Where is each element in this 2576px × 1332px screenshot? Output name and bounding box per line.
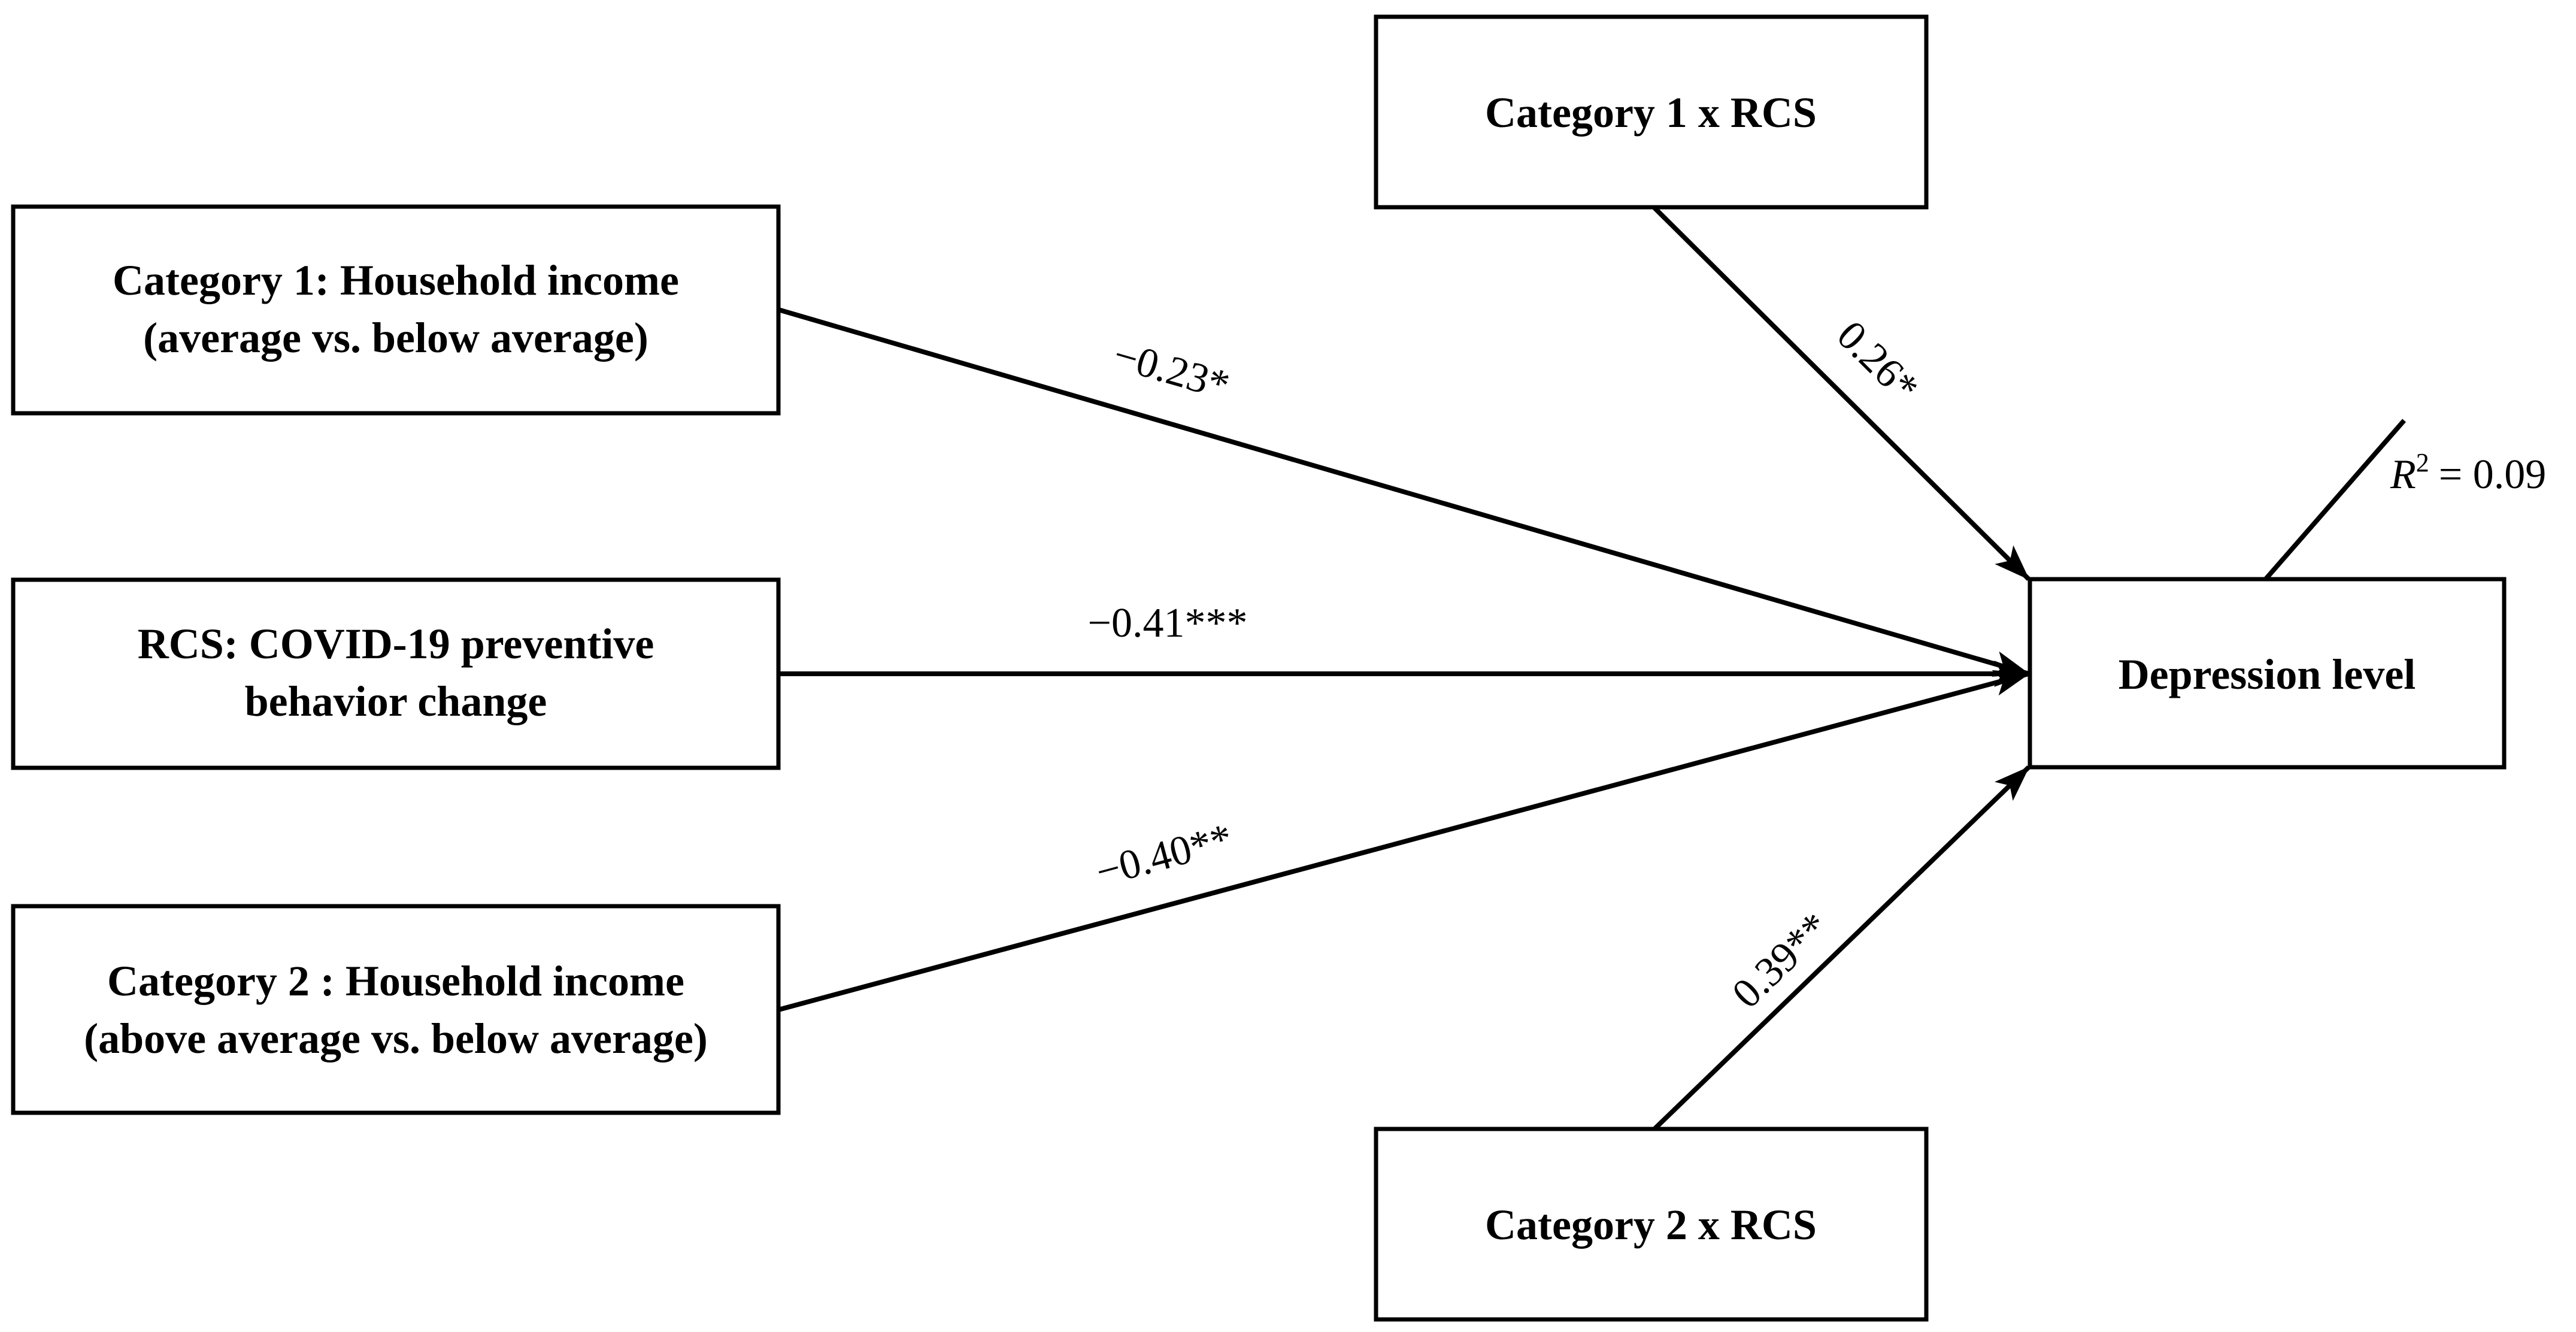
node-category1-income: Category 1: Household income (average vs… xyxy=(11,204,781,416)
r-squared-label: R2 = 0.09 xyxy=(2390,448,2546,498)
path-cat2xrcs-to-depression xyxy=(1653,765,2031,1131)
node-depression-label: Depression level xyxy=(2119,650,2416,698)
residual-line xyxy=(2262,419,2407,583)
node-category2-income: Category 2 : Household income (above ave… xyxy=(11,904,781,1115)
node-category2-line1: Category 2 : Household income xyxy=(107,957,684,1005)
node-rcs-line2: behavior change xyxy=(245,677,547,725)
node-category1-line2: (average vs. below average) xyxy=(143,314,648,362)
r-squared-symbol: R xyxy=(2390,452,2416,498)
node-rcs-line1: RCS: COVID-19 preventive xyxy=(138,620,654,668)
node-rcs: RCS: COVID-19 preventive behavior change xyxy=(11,577,781,770)
node-depression-level: Depression level xyxy=(2028,577,2507,770)
coef-cat2-to-depression: −0.40** xyxy=(1091,815,1237,895)
node-category2-line2: (above average vs. below average) xyxy=(84,1015,708,1062)
node-category1-x-rcs: Category 1 x RCS xyxy=(1374,14,1929,210)
node-category1-line1: Category 1: Household income xyxy=(113,256,679,304)
r-squared-superscript: 2 xyxy=(2416,448,2429,477)
coef-cat1-to-depression: −0.23* xyxy=(1108,332,1235,409)
path-cat1xrcs-to-depression xyxy=(1653,206,2031,581)
node-category2-x-rcs: Category 2 x RCS xyxy=(1374,1127,1929,1322)
path-cat2-to-depression xyxy=(777,670,2030,1012)
path-cat1-to-depression xyxy=(777,307,2030,677)
node-category1-x-rcs-label: Category 1 x RCS xyxy=(1485,89,1817,137)
coef-rcs-to-depression: −0.41*** xyxy=(1088,600,1248,646)
r-squared-value: = 0.09 xyxy=(2439,452,2546,498)
coef-cat2xrcs-to-depression: 0.39** xyxy=(1723,904,1838,1017)
node-category2-x-rcs-label: Category 2 x RCS xyxy=(1485,1201,1817,1249)
